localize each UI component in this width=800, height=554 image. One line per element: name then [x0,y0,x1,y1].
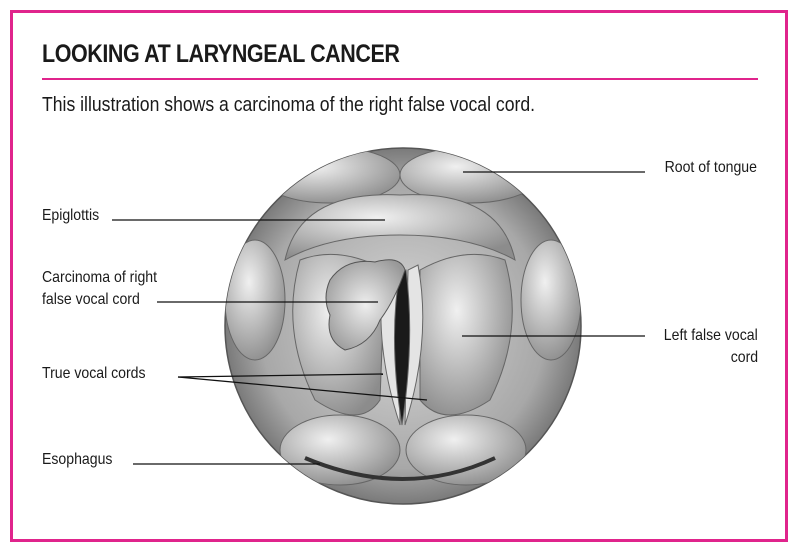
esophagus-opening [304,456,496,481]
subtitle: This illustration shows a carcinoma of t… [42,94,536,116]
carcinoma-mass [325,259,406,351]
label-epiglottis: Epiglottis [42,207,100,224]
epiglottis-shape [284,194,516,261]
glottis-opening [393,269,411,426]
left-false-vocal-cord [419,253,513,416]
title-divider [42,78,758,80]
pink-border-frame [10,10,788,542]
label-left-false-line2: cord [730,349,758,366]
label-root-of-tongue: Root of tongue [664,159,757,176]
label-true-vocal-cords: True vocal cords [42,365,146,382]
label-carcinoma-line2: false vocal cord [42,291,140,308]
label-left-false-line1: Left false vocal [664,327,758,344]
label-esophagus: Esophagus [42,451,113,468]
page-title: LOOKING AT LARYNGEAL CANCER [42,40,400,68]
leader-lines [112,171,645,465]
label-carcinoma-line1: Carcinoma of right [42,269,158,286]
